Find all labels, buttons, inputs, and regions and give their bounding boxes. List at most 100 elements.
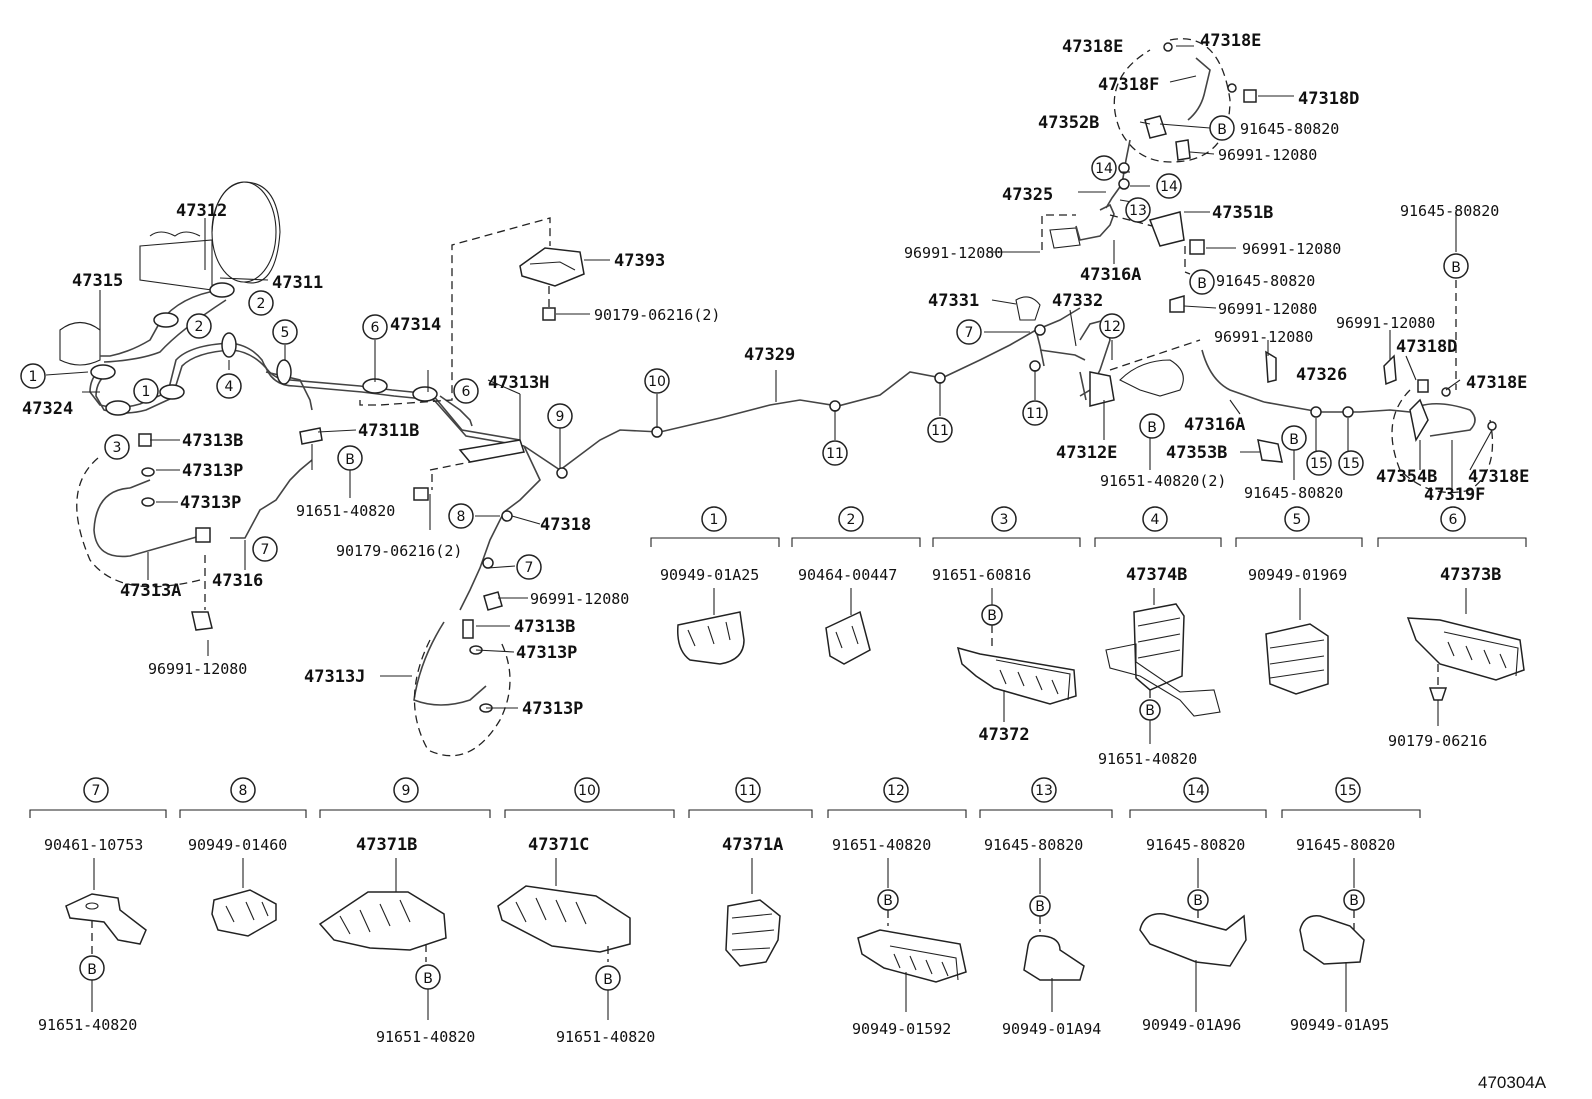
label-47353b: 47353B [1166,443,1227,463]
svg-text:15: 15 [1310,456,1328,472]
figure-reference: 470304A [1478,1073,1547,1092]
svg-text:90949-01969: 90949-01969 [1248,566,1347,584]
svg-text:7: 7 [261,542,270,558]
svg-text:5: 5 [281,325,290,341]
detail-group-6: 6 47373B 90179-06216 [1377,506,1527,750]
rear-axle-assembly [1015,203,1205,407]
detail-group-9: 9 47371B B 91651-40820 [318,777,491,1046]
svg-text:91645-80820: 91645-80820 [984,836,1083,854]
label-47313p: 47313P [522,699,583,719]
svg-text:90179-06216: 90179-06216 [1388,732,1487,750]
svg-text:B: B [987,608,997,624]
svg-text:47371C: 47371C [528,835,589,855]
label-91651-40820: 91651-40820 [296,502,395,520]
label-96991-12080: 96991-12080 [1218,300,1317,318]
svg-text:B: B [1197,276,1207,292]
callout-13: 13 [1125,197,1151,223]
svg-text:47372: 47372 [978,725,1029,745]
svg-text:B: B [1349,893,1359,909]
label-47313h: 47313H [488,373,549,393]
svg-text:91651-40820: 91651-40820 [1098,750,1197,768]
svg-text:90949-01A96: 90949-01A96 [1142,1016,1241,1034]
callout-6: 6 6 [362,314,479,404]
label-47318: 47318 [540,515,591,535]
svg-text:6: 6 [371,320,380,336]
svg-text:47371B: 47371B [356,835,417,855]
callout-2: 2 2 [186,290,274,339]
detail-group-11: 11 47371A [688,777,813,967]
svg-text:1: 1 [142,384,151,400]
label-47351b: 47351B [1212,203,1273,223]
detail-group-4: 4 47374B B 91651-40820 [1094,506,1222,768]
main-rear-tube [459,307,1081,611]
svg-text:2: 2 [195,319,204,335]
svg-text:3: 3 [113,440,122,456]
svg-text:B: B [1451,260,1461,276]
label-47326: 47326 [1296,365,1347,385]
label-47313p: 47313P [516,643,577,663]
svg-text:14: 14 [1187,783,1205,799]
svg-text:8: 8 [457,509,466,525]
label-47316a: 47316A [1184,415,1245,435]
svg-text:6: 6 [462,384,471,400]
label-90179-06216-2: 90179-06216(2) [336,542,462,560]
label-91645-80820: 91645-80820 [1240,120,1339,138]
svg-text:4: 4 [1151,512,1160,528]
callout-11: 11 11 11 [822,400,1048,466]
callout-b: B B B B B B [337,115,1469,471]
label-47354b: 47354B [1376,467,1437,487]
label-47316a: 47316A [1080,265,1141,285]
label-47318e: 47318E [1062,37,1123,57]
svg-text:90949-01460: 90949-01460 [188,836,287,854]
label-47318d: 47318D [1396,337,1457,357]
detail-group-8: 8 90949-01460 [179,777,307,937]
detail-group-7: 7 90461-10753 B 91651-40820 [29,777,167,1034]
label-47324: 47324 [22,399,73,419]
svg-text:B: B [883,893,893,909]
right-rear-hose-assembly [1201,210,1497,494]
detail-group-1: 1 90949-01A25 [650,506,780,665]
svg-text:B: B [1147,420,1157,436]
svg-text:9: 9 [556,409,565,425]
label-47316: 47316 [212,571,263,591]
master-cylinder-assembly [59,181,281,366]
svg-text:47373B: 47373B [1440,565,1501,585]
callout-3: 3 [104,434,130,460]
label-96991-12080: 96991-12080 [1242,240,1341,258]
svg-text:10: 10 [578,783,596,799]
callout-15: 15 15 [1306,450,1364,476]
label-47352b: 47352B [1038,113,1099,133]
label-47325: 47325 [1002,185,1053,205]
svg-text:7: 7 [92,783,101,799]
svg-text:12: 12 [1103,319,1121,335]
label-47332: 47332 [1052,291,1103,311]
svg-text:47371A: 47371A [722,835,783,855]
svg-text:3: 3 [1000,512,1009,528]
label-47318f: 47318F [1098,75,1159,95]
svg-text:15: 15 [1339,783,1357,799]
svg-text:90949-01592: 90949-01592 [852,1020,951,1038]
label-47313a: 47313A [120,581,181,601]
svg-text:B: B [1289,432,1299,448]
label-96991-12080: 96991-12080 [530,590,629,608]
label-47313p: 47313P [182,461,243,481]
label-47314: 47314 [390,315,441,335]
callout-14: 14 14 [1091,155,1182,199]
bracket-47393 [359,217,585,406]
svg-text:1: 1 [29,369,38,385]
svg-text:11: 11 [739,783,757,799]
label-47319f: 47319F [1424,485,1485,505]
svg-text:2: 2 [847,512,856,528]
svg-text:5: 5 [1293,512,1302,528]
svg-text:91651-60816: 91651-60816 [932,566,1031,584]
detail-group-14: 14 91645-80820 B 90949-01A96 [1129,777,1267,1034]
front-left-flex-hose [76,433,313,631]
label-47312e: 47312E [1056,443,1117,463]
label-47331: 47331 [928,291,979,311]
svg-text:12: 12 [887,783,905,799]
svg-text:14: 14 [1095,161,1113,177]
upper-right-hose-assembly [1105,38,1257,209]
label-47393: 47393 [614,251,665,271]
bracket-47313h [413,439,525,501]
